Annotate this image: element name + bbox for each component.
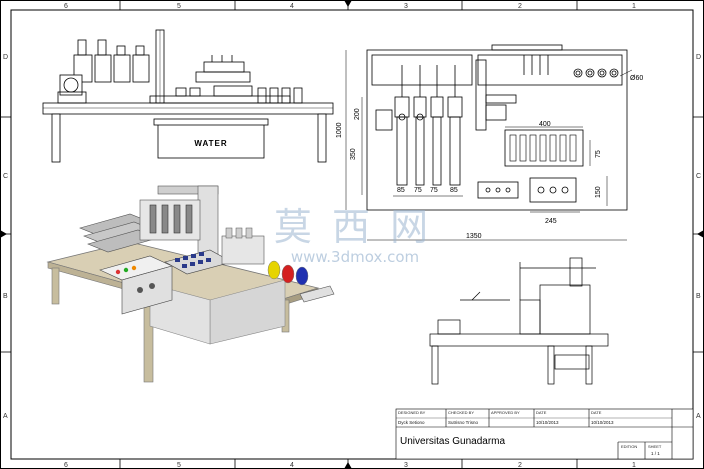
zone-col-4-top: 4 <box>290 3 294 10</box>
zone-col-6-bottom: 6 <box>64 462 68 469</box>
dim-width-85-left: 85 <box>397 187 405 194</box>
edition-label: EDITION <box>621 444 637 449</box>
dim-lower-height: 350 <box>350 148 357 160</box>
watermark: 莫 西 网 www.3dmox.com <box>274 205 432 266</box>
dim-upper-height: 200 <box>354 108 361 120</box>
title-block-text: DESIGNED BY Dyck Setiono CHECKED BY Sutr… <box>398 410 662 456</box>
inner-border <box>10 9 694 460</box>
dim-width-85-right: 85 <box>450 187 458 194</box>
zone-col-6-top: 6 <box>64 3 68 10</box>
zone-col-5-top: 5 <box>177 3 181 10</box>
watermark-url: www.3dmox.com <box>291 248 419 266</box>
water-tank <box>157 122 265 159</box>
dimension-lines <box>345 50 633 241</box>
isometric-view <box>46 185 335 383</box>
zone-row-a-right: A <box>696 413 701 420</box>
dim-overall-width: 1350 <box>466 233 482 240</box>
zone-row-b-right: B <box>696 293 701 300</box>
zone-col-1-bottom: 1 <box>632 462 636 469</box>
zone-col-3-top: 3 <box>404 3 408 10</box>
zone-col-3-bottom: 3 <box>404 462 408 469</box>
date1-value: 10/10/2013 <box>536 420 559 425</box>
zone-row-d-left: D <box>3 54 8 61</box>
zone-labels-left: D C B A <box>3 54 8 420</box>
zone-row-d-right: D <box>696 54 701 61</box>
dim-rack-width: 400 <box>539 121 551 128</box>
water-tank-label: WATER <box>194 139 227 148</box>
watermark-chinese: 莫 西 网 <box>274 205 432 249</box>
zone-col-1-top: 1 <box>632 3 636 10</box>
checked-by-label: CHECKED BY <box>448 410 474 415</box>
dim-overall-height: 1000 <box>336 122 343 138</box>
date1-label: DATE <box>536 410 547 415</box>
date2-value: 10/10/2013 <box>591 420 614 425</box>
zone-col-2-bottom: 2 <box>518 462 522 469</box>
designed-by-value: Dyck Setiono <box>398 420 425 425</box>
top-view-dimensions: Ø60 1000 200 350 85 75 75 85 400 75 150 … <box>336 75 643 240</box>
zone-row-c-left: C <box>3 173 8 180</box>
sheet-value: 1 / 1 <box>651 451 660 456</box>
dim-width-75-b: 75 <box>430 187 438 194</box>
date2-label: DATE <box>591 410 602 415</box>
approved-by-label: APPROVED BY <box>491 410 520 415</box>
side-elevation-small <box>429 257 609 385</box>
checked-by-value: Sutrisno Trisno <box>448 420 479 425</box>
zone-col-4-bottom: 4 <box>290 462 294 469</box>
dim-panel-width: 245 <box>545 218 557 225</box>
zone-col-5-bottom: 5 <box>177 462 181 469</box>
title-block <box>395 408 694 460</box>
zone-row-b-left: B <box>3 293 8 300</box>
institution-name: Universitas Gunadarma <box>400 436 505 447</box>
zone-labels-right: D C B A <box>696 54 701 420</box>
zone-row-c-right: C <box>696 173 701 180</box>
side-view <box>42 29 334 163</box>
dim-rack-height: 75 <box>595 150 602 158</box>
dim-panel-height: 150 <box>595 186 602 198</box>
zone-col-2-top: 2 <box>518 3 522 10</box>
top-view <box>366 44 628 211</box>
dim-width-75-a: 75 <box>414 187 422 194</box>
designed-by-label: DESIGNED BY <box>398 410 426 415</box>
sheet-label: SHEET <box>648 444 662 449</box>
zone-labels-bottom: 6 5 4 3 2 1 <box>64 462 636 469</box>
zone-labels-top: 6 5 4 3 2 1 <box>64 3 636 10</box>
dim-hole-diameter: Ø60 <box>630 75 643 82</box>
zone-row-a-left: A <box>3 413 8 420</box>
